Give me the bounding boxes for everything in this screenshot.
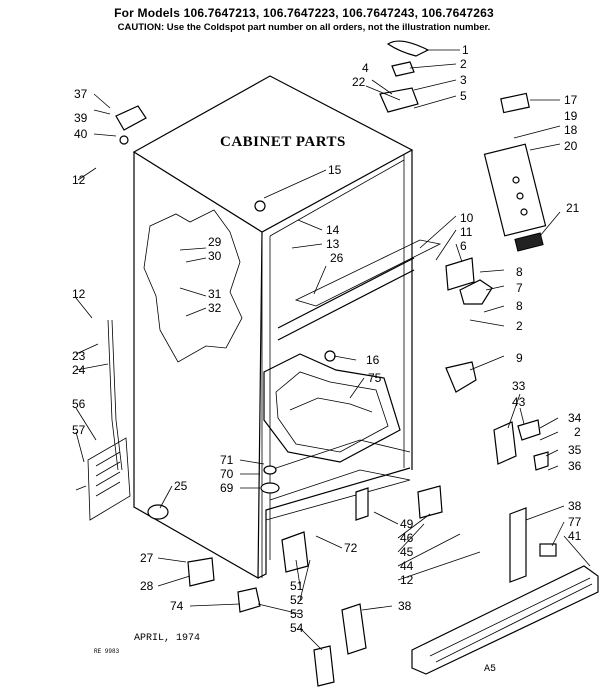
callout-25: 25 xyxy=(174,479,188,493)
callout-13: 13 xyxy=(326,237,340,251)
callout-23: 23 xyxy=(72,349,86,363)
callout-9: 9 xyxy=(516,351,523,365)
callout-56: 56 xyxy=(72,397,86,411)
callout-33: 33 xyxy=(512,379,526,393)
callout-37: 37 xyxy=(74,87,88,101)
callout-34: 34 xyxy=(568,411,582,425)
callout-29: 29 xyxy=(208,235,222,249)
callout-77: 77 xyxy=(568,515,582,529)
callout-46: 46 xyxy=(400,531,414,545)
callout-31: 31 xyxy=(208,287,222,301)
callout-54: 54 xyxy=(290,621,304,635)
callout-2: 2 xyxy=(460,57,467,71)
callout-1: 1 xyxy=(462,43,469,57)
callout-12-top: 12 xyxy=(72,173,86,187)
callout-22: 22 xyxy=(352,75,366,89)
callout-7: 7 xyxy=(516,281,523,295)
callout-27: 27 xyxy=(140,551,154,565)
callout-57: 57 xyxy=(72,423,86,437)
corner-mark: A5 xyxy=(484,664,496,675)
callout-40: 40 xyxy=(74,127,88,141)
callout-28: 28 xyxy=(140,579,154,593)
models-heading: For Models 106.7647213, 106.7647223, 106… xyxy=(114,6,494,20)
callout-15: 15 xyxy=(328,163,342,177)
callout-72: 72 xyxy=(344,541,358,555)
document-code: RE 9983 xyxy=(94,648,120,655)
callout-3: 3 xyxy=(460,73,467,87)
callout-49: 49 xyxy=(400,517,414,531)
date-stamp: APRIL, 1974 xyxy=(134,633,200,644)
callout-35: 35 xyxy=(568,443,582,457)
callout-51: 51 xyxy=(290,579,304,593)
callout-32: 32 xyxy=(208,301,222,315)
cabinet-parts-title: CABINET PARTS xyxy=(220,134,346,150)
callout-39: 39 xyxy=(74,111,88,125)
callout-8-upper: 8 xyxy=(516,265,523,279)
callout-69: 69 xyxy=(220,481,234,495)
callout-10: 10 xyxy=(460,211,474,225)
callout-38-bottom: 38 xyxy=(398,599,412,613)
callout-52: 52 xyxy=(290,593,304,607)
callout-numbers: 1 2 3 4 5 22 17 19 18 20 21 37 39 40 12 … xyxy=(72,43,582,635)
callout-8-lower: 8 xyxy=(516,299,523,313)
callout-19: 19 xyxy=(564,109,578,123)
callout-38-right: 38 xyxy=(568,499,582,513)
callout-26: 26 xyxy=(330,251,344,265)
right-side-parts xyxy=(115,92,599,687)
cabinet-shell xyxy=(87,40,442,580)
callout-4: 4 xyxy=(362,61,369,75)
callout-12-bottom: 12 xyxy=(400,573,414,587)
callout-70: 70 xyxy=(220,467,234,481)
callout-20: 20 xyxy=(564,139,578,153)
callout-41: 41 xyxy=(568,529,582,543)
leader-lines xyxy=(75,49,591,651)
callout-24: 24 xyxy=(72,363,86,377)
callout-44: 44 xyxy=(400,559,414,573)
callout-36: 36 xyxy=(568,459,582,473)
callout-12-left: 12 xyxy=(72,287,86,301)
callout-53: 53 xyxy=(290,607,304,621)
callout-21: 21 xyxy=(566,201,580,215)
caution-note: CAUTION: Use the Coldspot part number on… xyxy=(117,22,491,33)
callout-17: 17 xyxy=(564,93,578,107)
callout-2-mid: 2 xyxy=(516,319,523,333)
callout-74: 74 xyxy=(170,599,184,613)
callout-2-right: 2 xyxy=(574,425,581,439)
callout-14: 14 xyxy=(326,223,340,237)
callout-45: 45 xyxy=(400,545,414,559)
callout-6: 6 xyxy=(460,239,467,253)
callout-43: 43 xyxy=(512,395,526,409)
callout-11: 11 xyxy=(460,225,473,239)
callout-5: 5 xyxy=(460,89,467,103)
callout-30: 30 xyxy=(208,249,222,263)
callout-71: 71 xyxy=(220,453,234,467)
callout-16: 16 xyxy=(366,353,380,367)
callout-18: 18 xyxy=(564,123,578,137)
callout-75: 75 xyxy=(368,371,382,385)
